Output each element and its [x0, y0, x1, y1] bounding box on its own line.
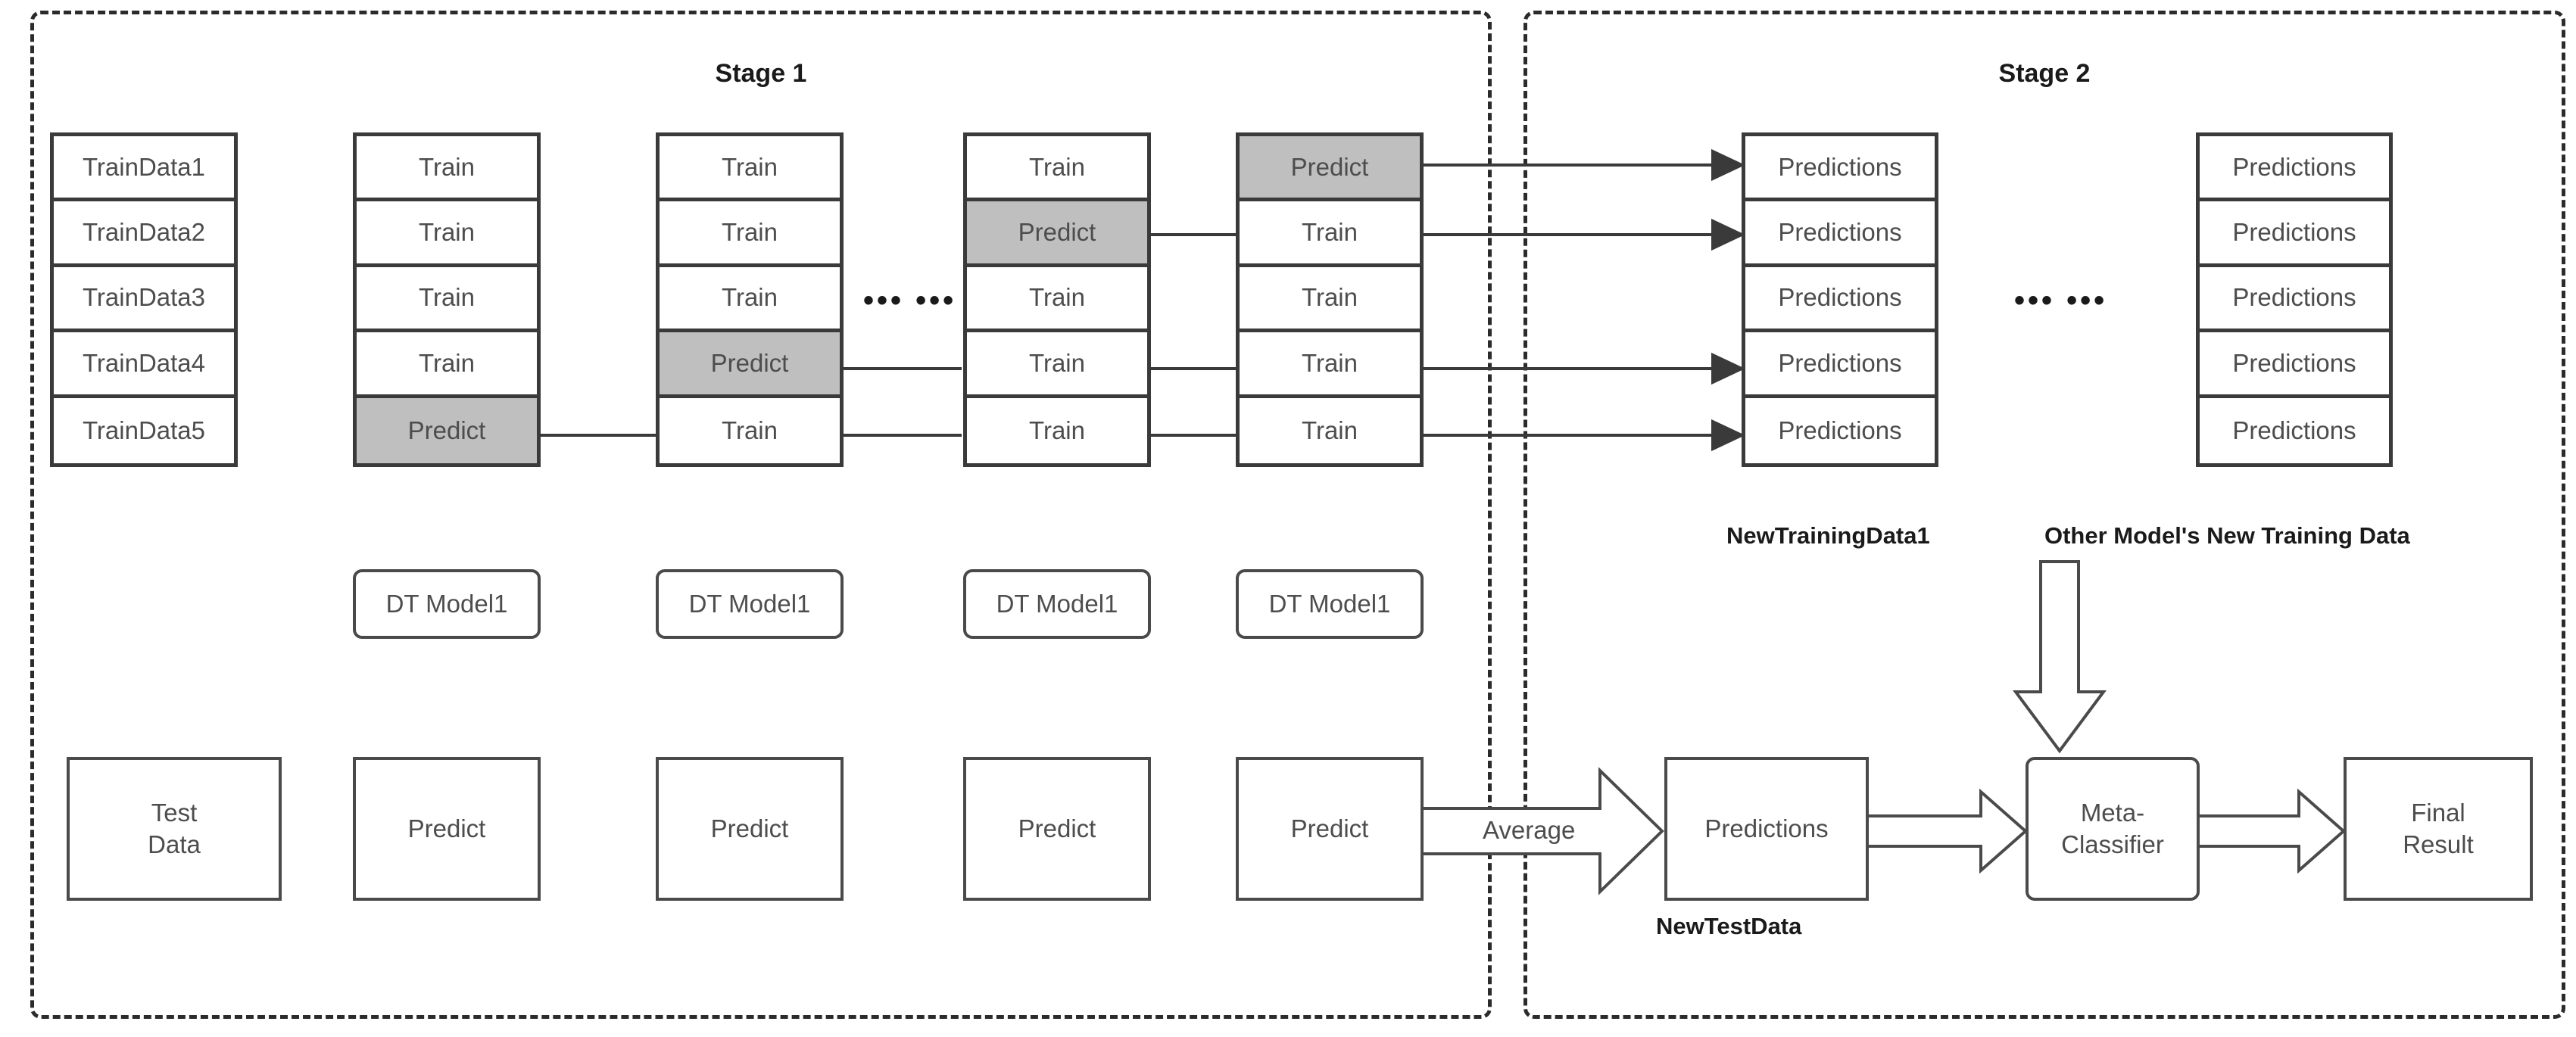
stage1-ellipsis: ••• •••	[863, 284, 957, 317]
predict-box-1: Predict	[353, 757, 541, 901]
cell-traindata5: TrainData5	[54, 397, 234, 463]
predict-box-3: Predict	[963, 757, 1151, 901]
fold2-cell-4-predict: Predict	[660, 332, 840, 398]
fold1-cell-2: Train	[357, 201, 537, 267]
fold-column-3: Train Predict Train Train Train	[963, 132, 1151, 467]
meta-classifier-line-2: Classifier	[2061, 830, 2164, 858]
final-result-line-2: Result	[2403, 830, 2474, 858]
average-label: Average	[1483, 816, 1576, 844]
dt-model-4: DT Model1	[1236, 569, 1424, 639]
fold1-cell-5-predict: Predict	[357, 397, 537, 463]
predict-box-2: Predict	[656, 757, 844, 901]
train-data-column: TrainData1 TrainData2 TrainData3 TrainDa…	[50, 132, 238, 467]
fold1-cell-4: Train	[357, 332, 537, 398]
fold-column-2: Train Train Train Predict Train	[656, 132, 844, 467]
fold1-cell-3: Train	[357, 266, 537, 333]
new-training-data-1-label: NewTrainingData1	[1726, 522, 1930, 549]
fold1-cell-1: Train	[357, 136, 537, 202]
final-result-box: Final Result	[2344, 757, 2533, 901]
new-test-data-label: NewTestData	[1656, 913, 1802, 939]
othermodel-cell-5: Predictions	[2200, 397, 2389, 463]
final-result-line-1: Final	[2411, 798, 2465, 827]
cell-traindata4: TrainData4	[54, 332, 234, 398]
fold2-cell-3: Train	[660, 266, 840, 333]
fold2-cell-2: Train	[660, 201, 840, 267]
fold-column-1: Train Train Train Train Predict	[353, 132, 541, 467]
newtrain1-cell-4: Predictions	[1745, 332, 1935, 398]
cell-traindata3: TrainData3	[54, 266, 234, 333]
newtrain1-cell-1: Predictions	[1745, 136, 1935, 202]
predict-box-4: Predict	[1236, 757, 1424, 901]
stage2-ellipsis: ••• •••	[2014, 284, 2108, 317]
othermodel-cell-2: Predictions	[2200, 201, 2389, 267]
newtrain1-cell-5: Predictions	[1745, 397, 1935, 463]
fold3-cell-1: Train	[967, 136, 1147, 202]
other-model-new-training-data-column: Predictions Predictions Predictions Pred…	[2196, 132, 2393, 467]
fold2-cell-1: Train	[660, 136, 840, 202]
fold-column-4: Predict Train Train Train Train	[1236, 132, 1424, 467]
fold4-cell-2: Train	[1240, 201, 1420, 267]
cell-traindata2: TrainData2	[54, 201, 234, 267]
fold4-cell-5: Train	[1240, 397, 1420, 463]
meta-classifier-line-1: Meta-	[2080, 798, 2145, 827]
other-model-data-label: Other Model's New Training Data	[2044, 522, 2410, 549]
newtrain1-cell-3: Predictions	[1745, 266, 1935, 333]
othermodel-cell-4: Predictions	[2200, 332, 2389, 398]
new-training-data-1-column: Predictions Predictions Predictions Pred…	[1742, 132, 1938, 467]
fold3-cell-5: Train	[967, 397, 1147, 463]
dt-model-2: DT Model1	[656, 569, 844, 639]
test-data-line-2: Data	[148, 830, 201, 858]
fold2-cell-5: Train	[660, 397, 840, 463]
fold3-cell-4: Train	[967, 332, 1147, 398]
test-data-line-1: Test	[151, 798, 198, 827]
stage-2-title: Stage 2	[1998, 59, 2091, 88]
stage2-predictions-box: Predictions	[1664, 757, 1869, 901]
fold4-cell-1-predict: Predict	[1240, 136, 1420, 202]
stage-1-container	[30, 11, 1492, 1019]
dt-model-1: DT Model1	[353, 569, 541, 639]
fold3-cell-2-predict: Predict	[967, 201, 1147, 267]
cell-traindata1: TrainData1	[54, 136, 234, 202]
dt-model-3: DT Model1	[963, 569, 1151, 639]
fold4-cell-3: Train	[1240, 266, 1420, 333]
stage-2-container	[1523, 11, 2565, 1019]
fold3-cell-3: Train	[967, 266, 1147, 333]
othermodel-cell-3: Predictions	[2200, 266, 2389, 333]
meta-classifier-box: Meta- Classifier	[2026, 757, 2200, 901]
othermodel-cell-1: Predictions	[2200, 136, 2389, 202]
newtrain1-cell-2: Predictions	[1745, 201, 1935, 267]
stage-1-title: Stage 1	[715, 59, 807, 88]
test-data-box: Test Data	[67, 757, 282, 901]
fold4-cell-4: Train	[1240, 332, 1420, 398]
